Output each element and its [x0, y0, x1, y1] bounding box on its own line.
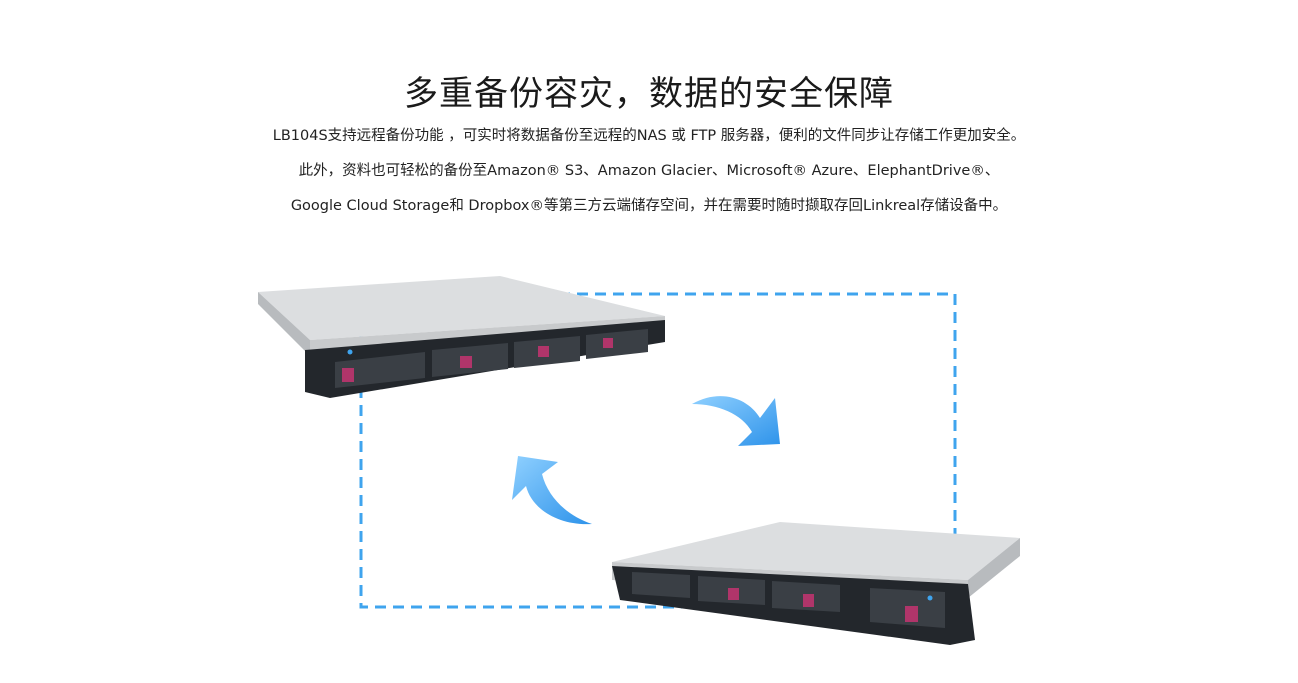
- description-line: LB104S支持远程备份功能 ，可实时将数据备份至远程的NAS 或 FTP 服务…: [272, 128, 1026, 144]
- page-title: 多重备份容灾，数据的安全保障: [404, 74, 894, 114]
- description-line: Google Cloud Storage和 Dropbox®等第三方云端储存空间…: [290, 198, 1008, 214]
- server-icon: [258, 276, 665, 398]
- server-icon: [612, 522, 1020, 645]
- sync-arrow-icon: [512, 456, 592, 525]
- description-line: 此外，资料也可轻松的备份至Amazon® S3、Amazon Glacier、M…: [298, 163, 1000, 179]
- backup-path-dashed-frame: [359, 292, 957, 609]
- sync-arrow-icon: [692, 396, 780, 446]
